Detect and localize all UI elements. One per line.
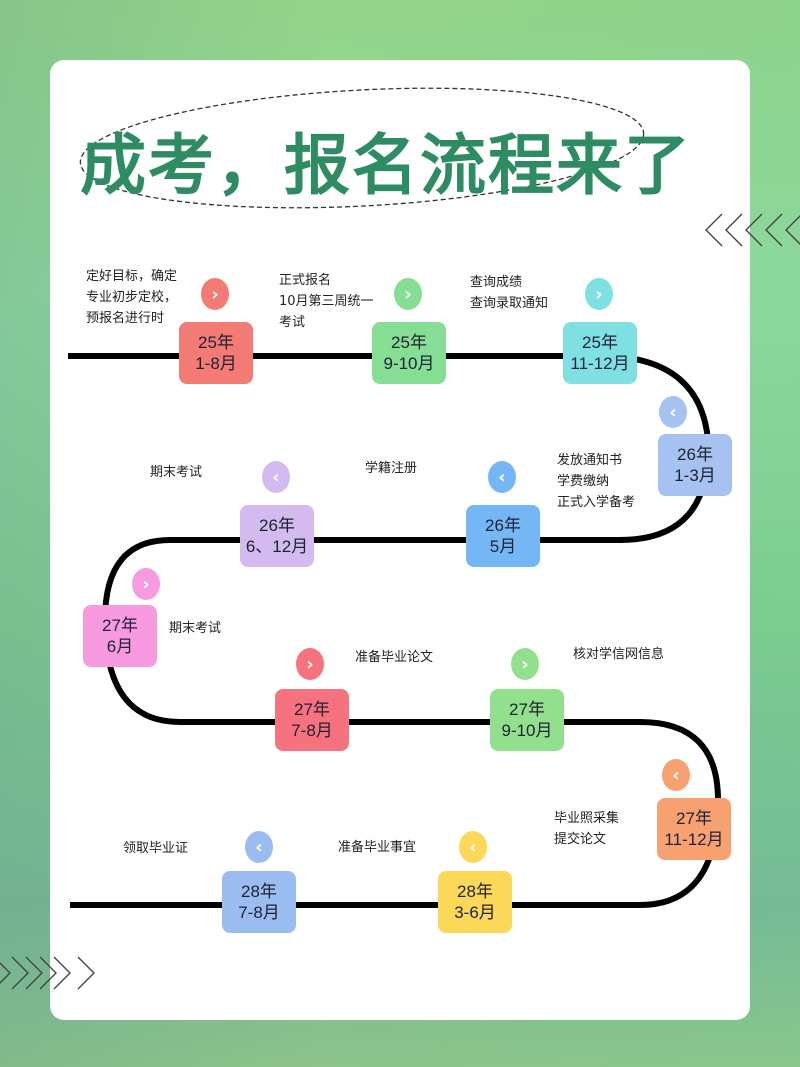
step-5-description: 学籍注册	[365, 461, 418, 476]
chevron-left-icon: ‹	[262, 461, 290, 493]
step-9-description: 核对学信网信息	[573, 647, 665, 662]
chevron-right-icon: ›	[585, 278, 613, 310]
step-12-description: 领取毕业证	[123, 841, 189, 856]
step-1-description: 定好目标，确定专业初步定校，预报名进行时	[86, 269, 178, 326]
deco-left-arrows-icon	[705, 213, 800, 247]
step-11-description: 准备毕业事宜	[338, 840, 417, 855]
chevron-right-icon: ›	[296, 648, 324, 680]
step-8-description: 准备毕业论文	[355, 650, 434, 665]
deco-right-arrows-icon	[0, 956, 95, 990]
step-7-description: 期末考试	[169, 621, 222, 636]
chevron-right-icon: ›	[201, 278, 229, 310]
chevron-left-icon: ‹	[488, 461, 516, 493]
step-4-description: 发放通知书学费缴纳正式入学备考	[557, 453, 636, 510]
chevron-right-icon: ›	[511, 648, 539, 680]
step-10-description: 毕业照采集提交论文	[554, 811, 620, 847]
chevron-right-icon: ›	[132, 568, 160, 600]
chevron-left-icon: ‹	[659, 396, 687, 428]
step-6-description: 期末考试	[150, 465, 203, 480]
chevron-left-icon: ‹	[459, 831, 487, 863]
step-3-description: 查询成绩查询录取通知	[470, 275, 549, 311]
title-dashed-ellipse	[79, 87, 645, 209]
chevron-left-icon: ‹	[662, 759, 690, 791]
chevron-left-icon: ‹	[245, 831, 273, 863]
chevron-right-icon: ›	[394, 278, 422, 310]
page-title: 成考，报名流程来了	[80, 127, 692, 204]
